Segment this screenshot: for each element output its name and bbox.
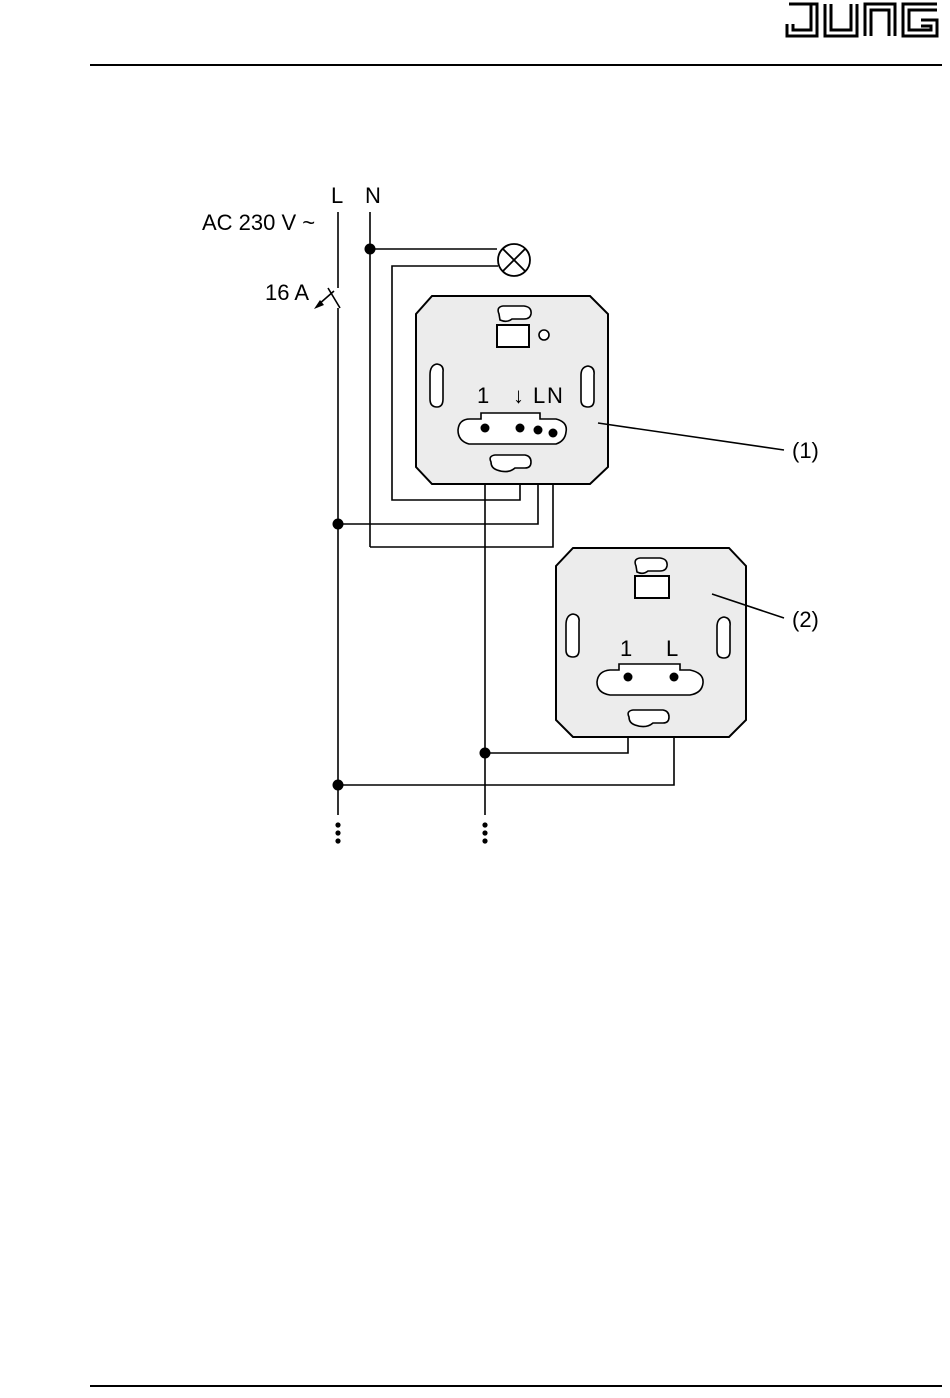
device1-terminal-load: ↓ bbox=[513, 383, 524, 408]
device1-terminal-1: 1 bbox=[477, 383, 489, 408]
voltage-label: AC 230 V ~ bbox=[202, 210, 315, 235]
line-label: L bbox=[331, 183, 343, 208]
vertical-ellipsis-icon bbox=[335, 822, 340, 843]
callout-2: (2) bbox=[792, 607, 819, 632]
neutral-label: N bbox=[365, 183, 381, 208]
callout-1: (1) bbox=[792, 438, 819, 463]
device1-terminal-l: L bbox=[533, 383, 545, 408]
line-conductor bbox=[314, 212, 340, 815]
device2-terminal-l: L bbox=[666, 636, 678, 661]
device2-terminal-1: 1 bbox=[620, 636, 632, 661]
fuse-label: 16 A bbox=[265, 280, 309, 305]
callout-line-1 bbox=[598, 423, 784, 450]
device-1: 1 ↓ L N bbox=[416, 296, 608, 484]
device-2: 1 L bbox=[556, 548, 746, 737]
device1-terminal-n: N bbox=[547, 383, 563, 408]
vertical-ellipsis-icon bbox=[482, 822, 487, 843]
lamp-icon bbox=[498, 244, 530, 276]
